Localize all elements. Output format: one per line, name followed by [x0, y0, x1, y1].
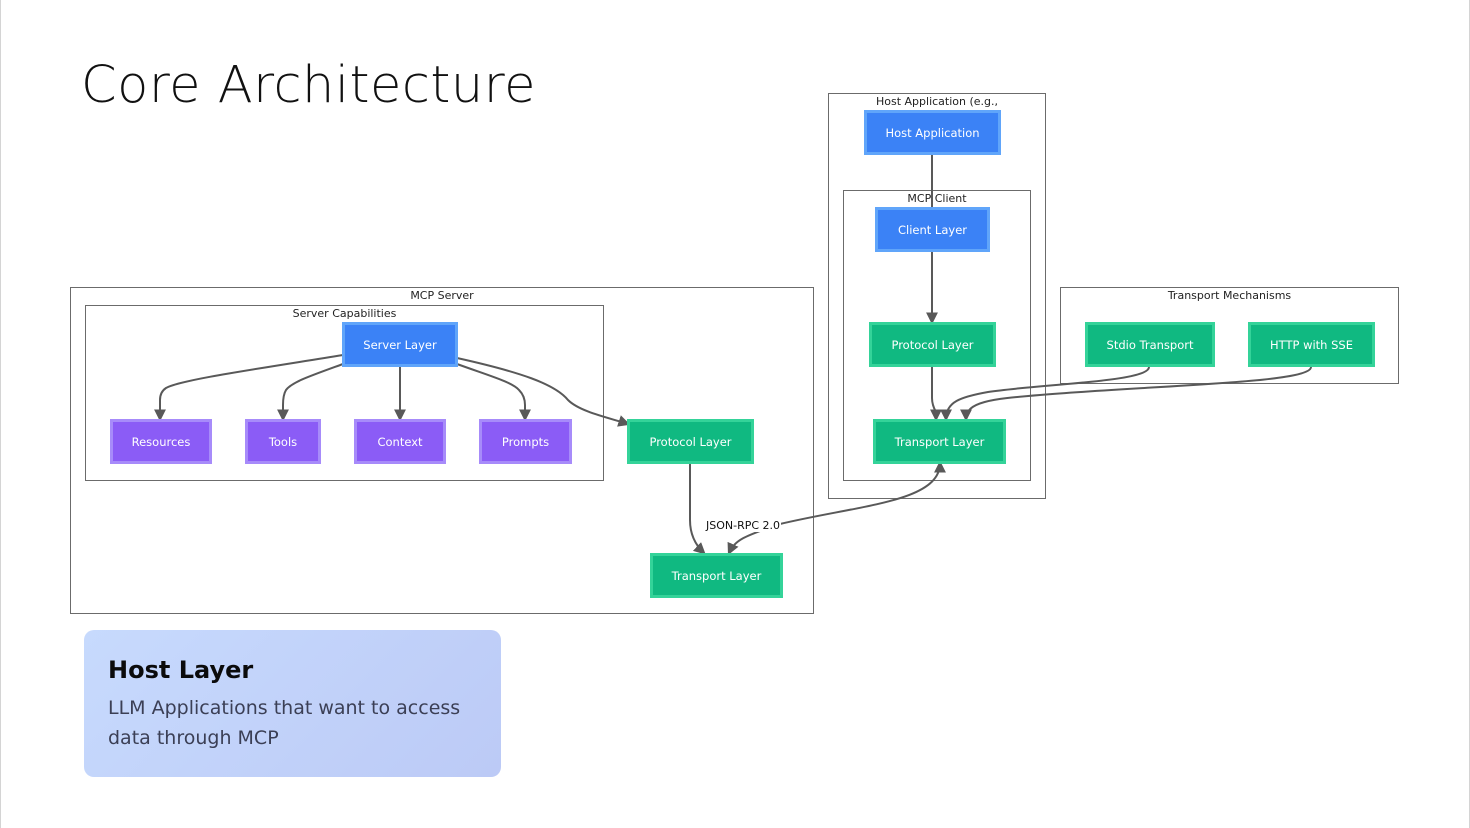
node-host-application[interactable]: Host Application: [864, 110, 1001, 155]
node-resources[interactable]: Resources: [110, 419, 212, 464]
edge-server-to-prompts: [456, 363, 531, 422]
slide-left-edge: [0, 0, 1, 828]
node-server-protocol-layer[interactable]: Protocol Layer: [627, 419, 754, 464]
group-label-host-application: Host Application (e.g.,: [875, 95, 999, 108]
node-prompts[interactable]: Prompts: [479, 419, 572, 464]
host-layer-card-description: LLM Applications that want to access dat…: [108, 697, 461, 749]
node-client-transport-layer[interactable]: Transport Layer: [873, 419, 1006, 464]
edge-http-to-client-transport: [960, 366, 1312, 422]
edge-server-to-protocol: [456, 357, 631, 427]
group-server-capabilities: Server Capabilities: [85, 305, 604, 481]
group-mcp-server: MCP Server: [70, 287, 814, 614]
host-layer-card-title: Host Layer: [108, 656, 254, 684]
slide-title: Core Architecture: [81, 56, 536, 115]
edge-server-protocol-to-transport: [689, 463, 706, 555]
node-tools[interactable]: Tools: [245, 419, 321, 464]
node-server-transport-layer[interactable]: Transport Layer: [650, 553, 783, 598]
group-label-mcp-client: MCP Client: [907, 192, 967, 205]
group-label-transport-mechanisms: Transport Mechanisms: [1167, 289, 1292, 302]
node-http-with-sse[interactable]: HTTP with SSE: [1248, 322, 1375, 367]
edge-server-to-resources: [154, 354, 344, 422]
edge-server-to-tools: [277, 363, 344, 422]
host-layer-card: Host Layer LLM Applications that want to…: [84, 630, 501, 777]
group-label-mcp-server: MCP Server: [410, 289, 474, 302]
node-client-layer[interactable]: Client Layer: [875, 207, 990, 252]
node-client-protocol-layer[interactable]: Protocol Layer: [869, 322, 996, 367]
edge-client-protocol-to-transport: [930, 367, 942, 422]
node-stdio-transport[interactable]: Stdio Transport: [1085, 322, 1215, 367]
group-label-server-capabilities: Server Capabilities: [292, 307, 397, 320]
edge-stdio-to-client-transport: [940, 366, 1150, 422]
node-server-layer[interactable]: Server Layer: [342, 322, 458, 367]
node-context[interactable]: Context: [354, 419, 446, 464]
edge-json-rpc: [727, 460, 946, 556]
edge-label-json-rpc: JSON-RPC 2.0: [705, 519, 782, 532]
